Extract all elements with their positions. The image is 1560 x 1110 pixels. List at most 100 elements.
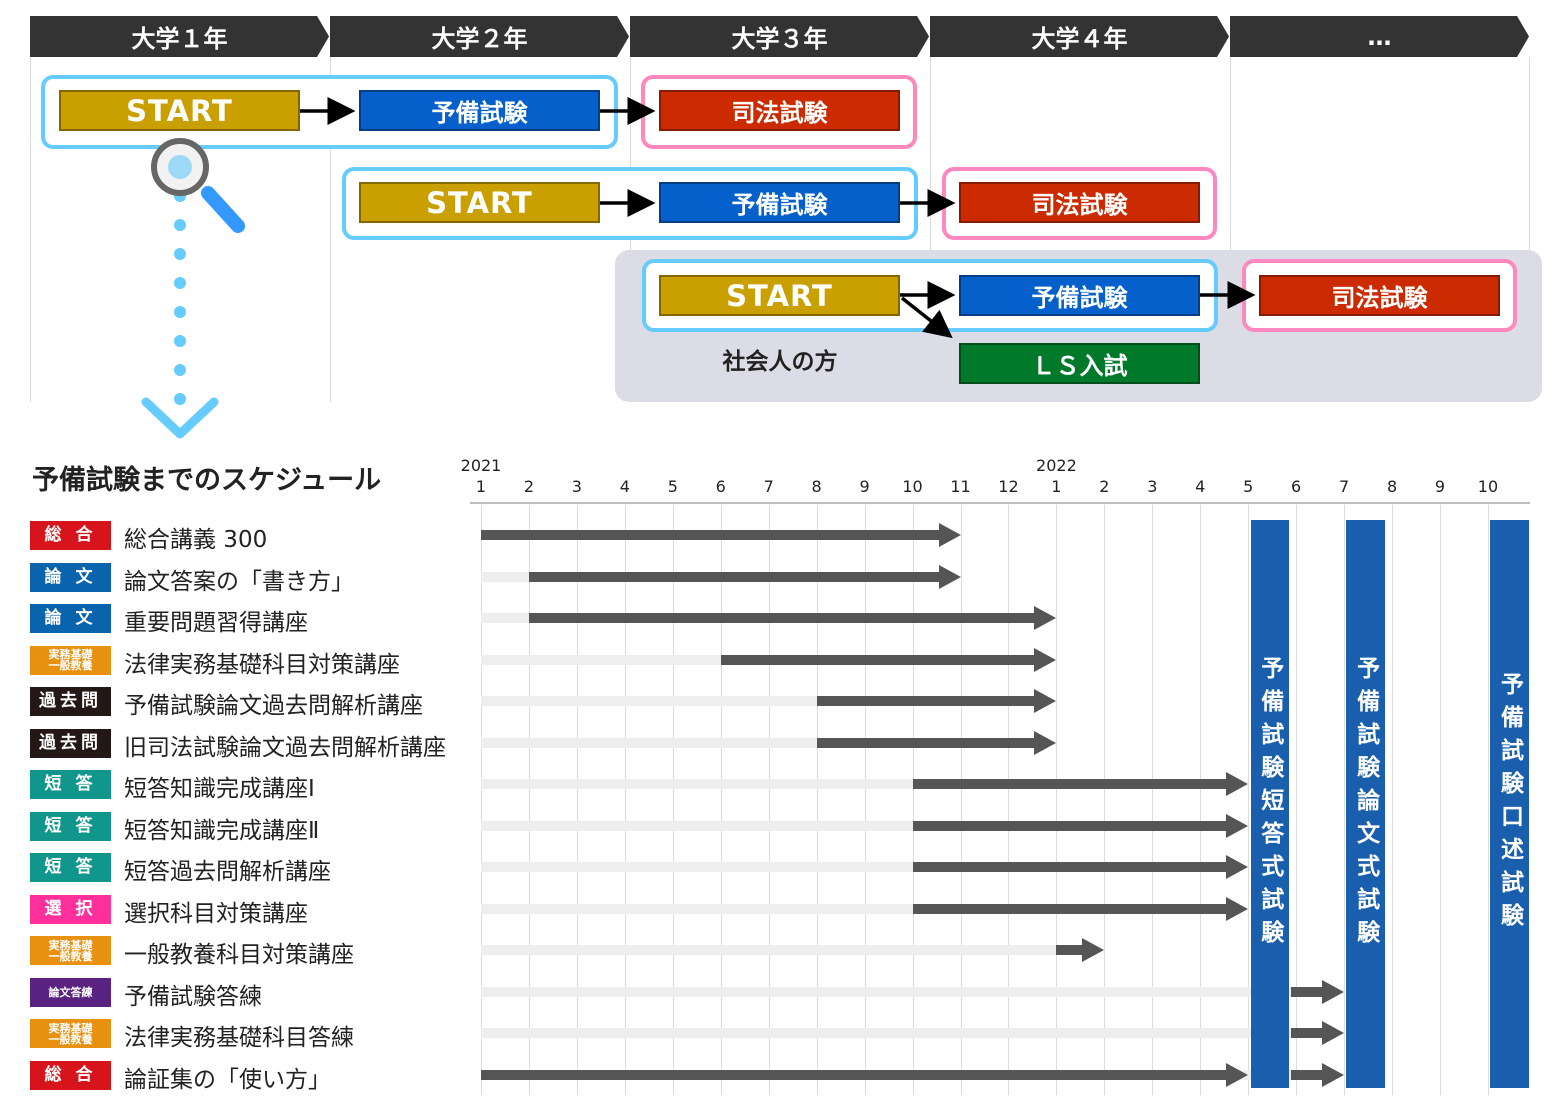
- gridline: [481, 505, 482, 1095]
- course-bar: [528, 571, 941, 582]
- course-bar: [1291, 1069, 1325, 1080]
- gridline: [1200, 505, 1202, 1095]
- timeline-track: [481, 696, 817, 706]
- month-tick: 2: [523, 477, 535, 496]
- category-badge: 選 択: [30, 894, 111, 924]
- flow3-ls: ＬＳ入試: [959, 343, 1200, 384]
- course-label: 予備試験論文過去問解析講座: [124, 693, 423, 719]
- month-tick: 3: [1147, 477, 1158, 496]
- divider: [1529, 57, 1530, 402]
- month-tick: 8: [1386, 477, 1398, 496]
- flow2-start: START: [359, 182, 600, 223]
- gridline: [912, 505, 914, 1095]
- course-label: 法律実務基礎科目対策講座: [124, 651, 400, 678]
- course-label: 選択科目対策講座: [124, 900, 308, 927]
- timeline-track: [481, 737, 817, 748]
- gridline: [672, 505, 674, 1095]
- arrowhead: [1226, 855, 1249, 879]
- arrowhead: [1034, 689, 1057, 713]
- course-bar: [1291, 1028, 1325, 1038]
- timeline-track: [481, 613, 529, 623]
- month-tick: 10: [902, 477, 923, 496]
- category-badge: 短 答: [30, 811, 111, 841]
- course-bar: [481, 530, 941, 540]
- gridline: [1104, 505, 1106, 1095]
- month-tick: 1: [1051, 477, 1062, 496]
- flow2-yobi: 予備試験: [659, 182, 900, 223]
- month-tick: 10: [1477, 477, 1499, 496]
- month-tick: 12: [998, 477, 1019, 496]
- working-adult-note: 社会人の方: [722, 349, 838, 375]
- divider: [1230, 57, 1231, 402]
- flow-arrows: [141, 97, 1256, 439]
- timeline-track: [481, 571, 529, 582]
- month-tick: 3: [571, 477, 582, 496]
- course-bar: [1056, 945, 1085, 955]
- month-tick: 5: [1243, 477, 1254, 496]
- year-header-more: …: [1230, 16, 1529, 57]
- arrowhead: [1226, 813, 1249, 838]
- flow1-shiho: 司法試験: [659, 90, 900, 131]
- course-label: 短答知識完成講座Ⅰ: [124, 776, 315, 802]
- timeline-track: [481, 903, 913, 914]
- timeline-track: [481, 820, 913, 831]
- timeline-track: [481, 779, 913, 789]
- axis-line: [470, 502, 1530, 504]
- arrowhead: [1226, 896, 1249, 921]
- timeline-track: [481, 862, 913, 872]
- category-badge: 短 答: [30, 853, 111, 882]
- gridline: [816, 505, 818, 1095]
- gridline: [1248, 505, 1250, 1095]
- gridline: [1344, 505, 1346, 1095]
- gridline: [960, 505, 962, 1095]
- flow2-shiho: 司法試験: [959, 182, 1200, 223]
- course-label: 短答過去問解析講座: [124, 859, 331, 885]
- course-label: 予備試験答練: [124, 983, 262, 1010]
- gridline: [720, 505, 722, 1095]
- schedule-title: 予備試験までのスケジュール: [32, 465, 382, 496]
- timeline-track: [481, 654, 721, 665]
- arrowhead: [1082, 938, 1105, 962]
- year-label: 2022: [1036, 456, 1077, 475]
- year-header-1: 大学１年: [30, 16, 329, 57]
- flow1-yobi: 予備試験: [359, 90, 600, 131]
- category-badge: 論文答練: [30, 977, 111, 1007]
- arrowhead: [1322, 1062, 1345, 1087]
- gridline: [576, 505, 578, 1095]
- arrowhead: [1226, 772, 1249, 796]
- course-label: 法律実務基礎科目答練: [124, 1025, 354, 1051]
- course-bar: [912, 903, 1229, 914]
- month-tick: 4: [619, 477, 630, 496]
- dotted-path: [174, 190, 186, 405]
- divider: [930, 57, 931, 402]
- gridline: [528, 505, 530, 1095]
- course-label: 短答知識完成講座Ⅱ: [124, 817, 320, 844]
- exam-column: 予備試験短答式試験: [1250, 520, 1289, 1088]
- month-tick: 9: [1434, 477, 1446, 496]
- gridline: [1008, 505, 1010, 1095]
- arrow: [900, 296, 953, 339]
- month-tick: 6: [1291, 477, 1302, 496]
- course-bar: [528, 613, 1037, 623]
- year-header-4: 大学４年: [930, 16, 1229, 57]
- chevron-down-icon: [141, 397, 219, 439]
- flow3-start: START: [659, 275, 900, 316]
- year-label: 2021: [460, 456, 502, 475]
- month-tick: 7: [1339, 477, 1350, 496]
- course-bar: [720, 654, 1037, 665]
- category-badge: 総 合: [30, 1060, 111, 1090]
- gridline: [1487, 505, 1489, 1095]
- arrowhead: [938, 523, 961, 547]
- category-badge: 短 答: [30, 770, 111, 799]
- gridline: [1056, 505, 1058, 1095]
- category-badge: 過去問: [30, 687, 111, 716]
- gridline: [1152, 505, 1154, 1095]
- gridline: [1440, 505, 1441, 1095]
- arrowhead: [1034, 647, 1057, 672]
- month-tick: 11: [950, 477, 971, 496]
- course-label: 総合講義 300: [124, 527, 268, 553]
- course-bar: [912, 862, 1229, 872]
- arrowhead: [1034, 730, 1057, 755]
- arrowhead: [1226, 1062, 1249, 1087]
- year-header-2: 大学２年: [330, 16, 629, 57]
